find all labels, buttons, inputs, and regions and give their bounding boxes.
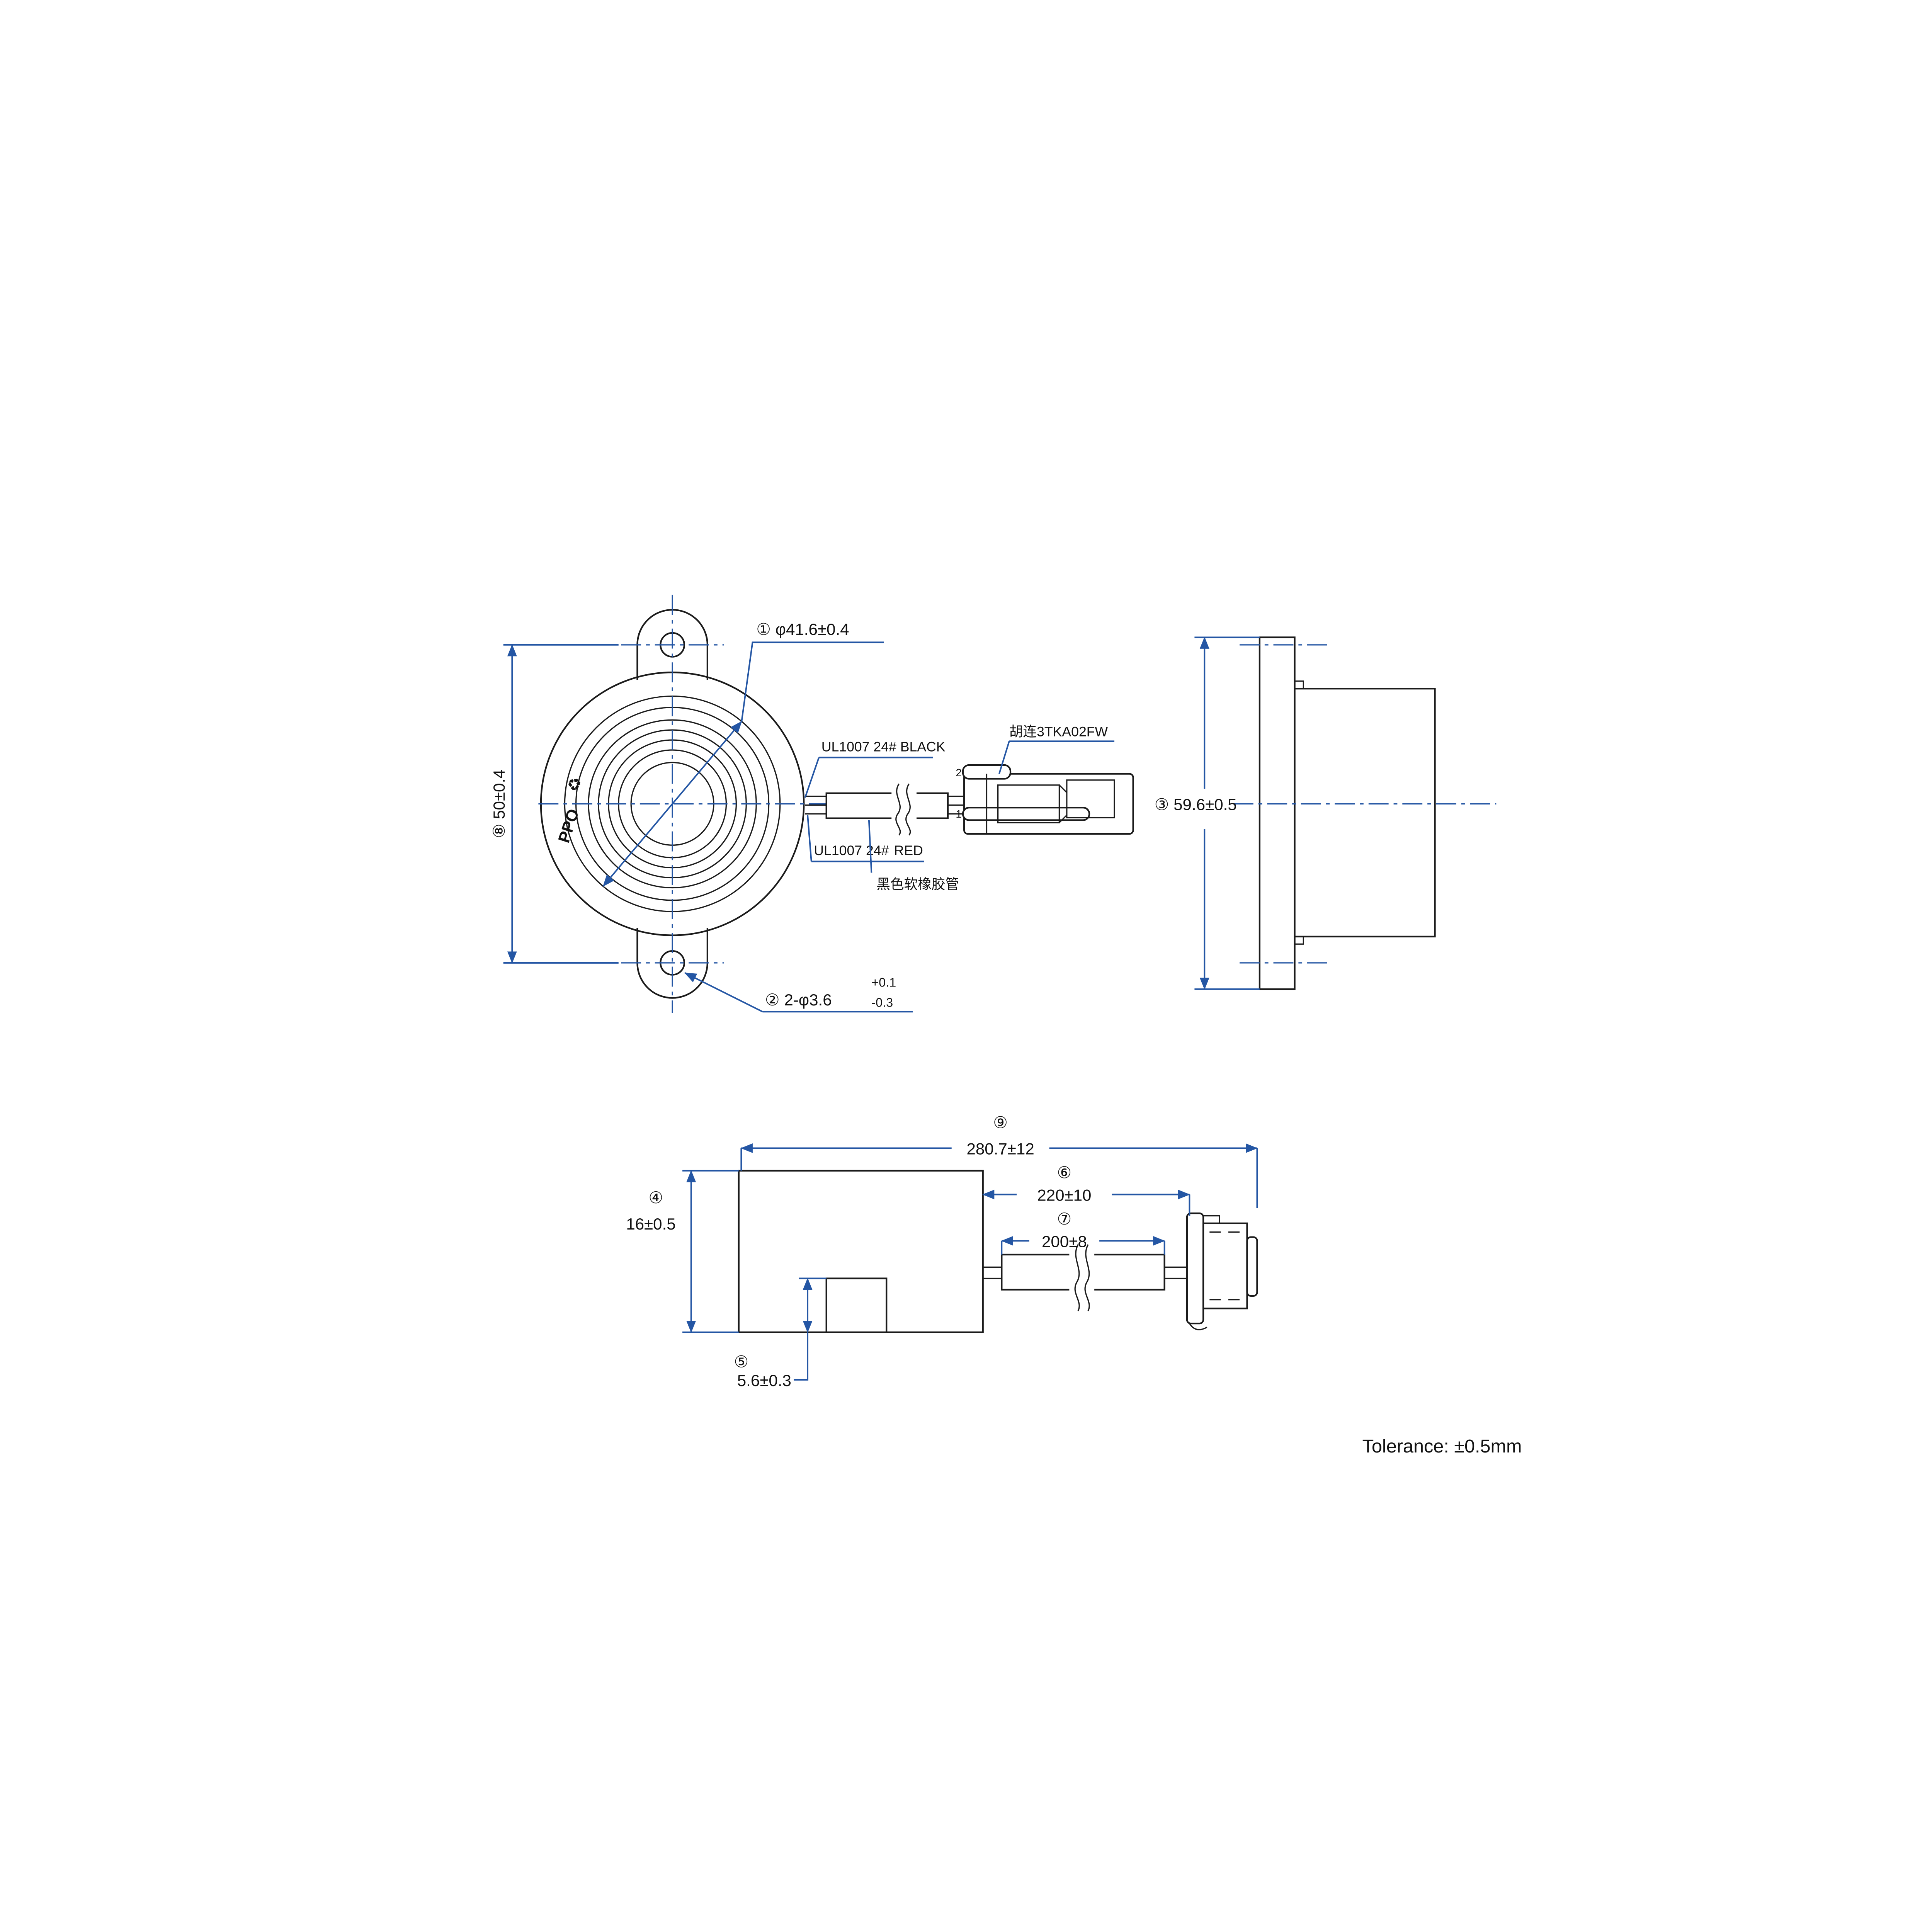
rubber-tube-top xyxy=(825,783,949,836)
wire-red-color-label: RED xyxy=(894,843,923,858)
dim6-value: 220±10 xyxy=(1037,1186,1091,1204)
connector-callout: 胡连3TKA02FW xyxy=(998,724,1114,774)
bottom-body xyxy=(738,1170,984,1333)
dim-cable-220: 220±10 ⑥ xyxy=(982,1163,1190,1216)
side-flange xyxy=(1259,636,1296,990)
connector-pin-1 xyxy=(962,806,1090,821)
wires-left xyxy=(805,796,828,815)
dim-diameter-41-6-label: ① φ41.6±0.4 xyxy=(756,620,849,638)
pin-number-2: 2 xyxy=(956,767,961,779)
bottom-cable xyxy=(983,1244,1187,1311)
dim-step-5-6: ⑤ 5.6±0.3 xyxy=(734,1277,827,1389)
bottom-step xyxy=(825,1277,888,1332)
dim-height-50: ⑧ 50±0.4 xyxy=(490,644,619,964)
wire-assembly-top: 2 1 UL1007 24# BLACK UL1007 24# RED 黑色软橡… xyxy=(804,724,1134,892)
tube-label: 黑色软橡胶管 xyxy=(876,877,959,892)
dim-side-height-59-6: ③ 59.6±0.5 xyxy=(1155,636,1260,990)
dim-height-50-label: ⑧ 50±0.4 xyxy=(490,769,508,838)
dim7-num: ⑦ xyxy=(1057,1210,1071,1228)
dim4-value: 16±0.5 xyxy=(626,1215,676,1233)
wire-black-callout: UL1007 24# BLACK xyxy=(804,739,946,798)
tolerance-note: Tolerance: ±0.5mm xyxy=(1362,1436,1522,1457)
connector-label: 胡连3TKA02FW xyxy=(1009,724,1108,739)
dim5-value: 5.6±0.3 xyxy=(737,1371,791,1389)
dim-mounting-holes-tol-minus: -0.3 xyxy=(871,995,893,1009)
dim6-num: ⑥ xyxy=(1057,1163,1071,1182)
dim-diameter-41-6: ① φ41.6±0.4 xyxy=(602,620,884,887)
dim-side-height-label: ③ 59.6±0.5 xyxy=(1155,796,1237,814)
dim-mounting-holes-tol-plus: +0.1 xyxy=(871,975,896,989)
dim-mounting-holes-label: ② 2-φ3.6 xyxy=(765,991,832,1009)
dim-overall-280-7: 280.7±12 ⑨ xyxy=(740,1114,1258,1209)
wire-black-label: UL1007 24# BLACK xyxy=(821,739,946,754)
side-centerlines xyxy=(1233,644,1497,964)
recycle-icon: ♻ xyxy=(563,774,586,795)
dim-mounting-holes: ② 2-φ3.6 +0.1 -0.3 xyxy=(684,972,913,1013)
dim7-value: 200±8 xyxy=(1042,1232,1087,1250)
dim-body-16: ④ 16±0.5 xyxy=(626,1170,739,1333)
side-view: ③ 59.6±0.5 xyxy=(1155,636,1497,990)
dim-tube-200: 200±8 ⑦ xyxy=(1001,1210,1165,1255)
dim9-value: 280.7±12 xyxy=(966,1140,1034,1158)
wire-red-label: UL1007 24# xyxy=(814,843,889,858)
pin-number-1: 1 xyxy=(956,808,961,820)
side-body xyxy=(1294,688,1436,937)
bottom-view: 280.7±12 ⑨ 220±10 ⑥ 200±8 ⑦ ④ 16±0.5 xyxy=(626,1114,1258,1389)
tube-callout: 黑色软橡胶管 xyxy=(868,820,959,892)
dim9-num: ⑨ xyxy=(993,1114,1008,1132)
dim5-num: ⑤ xyxy=(734,1353,748,1371)
front-view: ♻ PPO ⑧ 50±0.4 ① φ41.6±0.4 ② 2-φ3.6 +0.1… xyxy=(490,595,913,1013)
connector-top-view: 2 1 xyxy=(956,764,1134,835)
connector-side-view xyxy=(1186,1212,1258,1330)
dim4-num: ④ xyxy=(649,1189,663,1207)
wire-red-callout: UL1007 24# RED xyxy=(807,815,924,862)
